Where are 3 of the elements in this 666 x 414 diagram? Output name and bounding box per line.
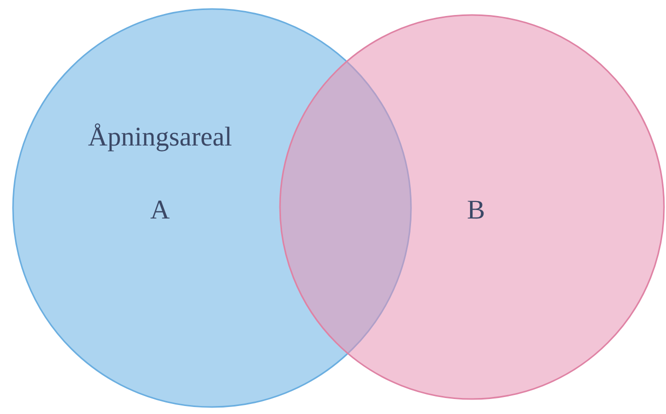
set-label: B [467,194,485,226]
area-label: Åpningsareal [88,122,232,152]
set-label: A [150,194,170,226]
